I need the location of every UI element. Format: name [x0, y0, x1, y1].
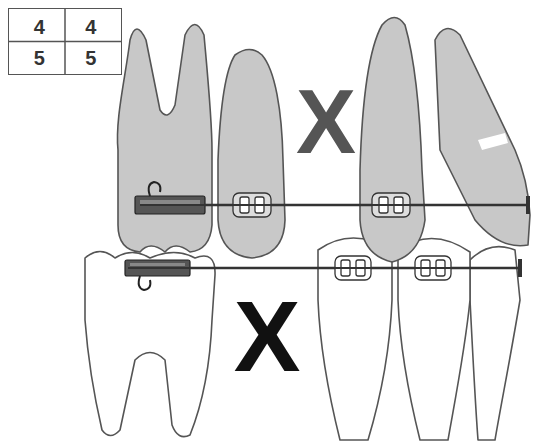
- lower-incisor: [470, 247, 520, 440]
- molar-tube: [135, 182, 205, 214]
- upper-archwire-over: [140, 204, 528, 206]
- tooth-quadrant-box: 4 4 5 5: [8, 8, 122, 75]
- molar-tube: [125, 260, 190, 290]
- lower-archwire: [128, 267, 520, 270]
- lower-molar: [85, 252, 215, 437]
- tooth-number: 4: [34, 17, 45, 37]
- upper-premolar: [218, 50, 285, 259]
- enamel-highlight: [478, 133, 508, 150]
- tooth-number: 5: [34, 48, 45, 68]
- lower-archwire-over: [128, 267, 520, 269]
- tooth-number: 4: [85, 17, 96, 37]
- extraction-mark: X: [234, 286, 301, 386]
- upper-archwire: [140, 204, 528, 207]
- upper-incisor: [435, 29, 530, 246]
- tooth-number: 5: [85, 48, 96, 68]
- upper-molar: [117, 25, 212, 253]
- extraction-mark: X: [296, 77, 356, 167]
- quadrant-cross: [9, 9, 121, 74]
- upper-canine: [360, 18, 425, 263]
